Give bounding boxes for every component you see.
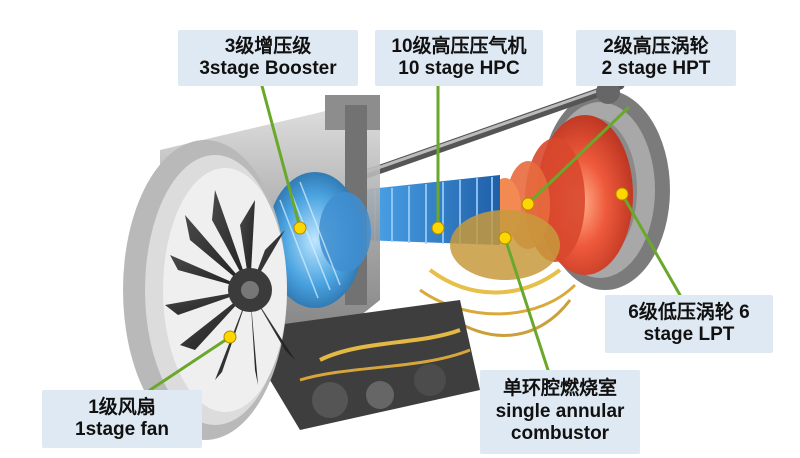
booster-label-en: 3stage Booster <box>199 58 337 79</box>
booster-label-zh: 3级增压级 <box>224 35 312 57</box>
callout-combustor: 单环腔燃烧室 single annular combustor <box>480 370 640 454</box>
callout-fan: 1级风扇 1stage fan <box>42 390 202 448</box>
callout-hpt: 2级高压涡轮 2 stage HPT <box>576 30 736 86</box>
booster-rotor <box>267 172 371 308</box>
callout-lpt: 6级低压涡轮 6 stage LPT <box>605 295 773 353</box>
leader-booster <box>260 84 302 230</box>
endpoint-lpt <box>615 187 629 201</box>
combustor-label-en1: single annular <box>495 400 625 422</box>
callout-booster: 3级增压级 3stage Booster <box>178 30 358 86</box>
hpc-label-en: 10 stage HPC <box>398 58 520 79</box>
hpt-label-zh: 2级高压涡轮 <box>603 35 709 57</box>
hpt-label-en: 2 stage HPT <box>601 58 711 79</box>
endpoint-hpc <box>431 221 445 235</box>
lpt-label-line1: 6级低压涡轮 6 <box>628 301 750 323</box>
hpc-label-zh: 10级高压压气机 <box>391 35 527 57</box>
leader-hpt <box>526 106 630 206</box>
endpoint-booster <box>293 221 307 235</box>
fan-label-en: 1stage fan <box>75 419 169 440</box>
endpoint-fan <box>223 330 237 344</box>
endpoint-combustor <box>498 231 512 245</box>
fan-blades <box>165 190 295 385</box>
endpoint-hpt <box>521 197 535 211</box>
leader-lines <box>148 84 682 392</box>
lpt-label-line2: stage LPT <box>643 324 735 345</box>
leader-endpoints <box>223 187 629 344</box>
top-shaft <box>350 80 625 183</box>
combustor-label-zh: 单环腔燃烧室 <box>502 378 617 400</box>
fan-label-zh: 1级风扇 <box>88 396 156 418</box>
leader-fan <box>148 335 232 392</box>
accessory-gearbox <box>240 300 480 430</box>
combustor-label-en2: combustor <box>510 423 610 445</box>
callout-hpc: 10级高压压气机 10 stage HPC <box>375 30 543 86</box>
leader-combustor <box>503 236 550 372</box>
leader-lpt <box>620 192 682 297</box>
